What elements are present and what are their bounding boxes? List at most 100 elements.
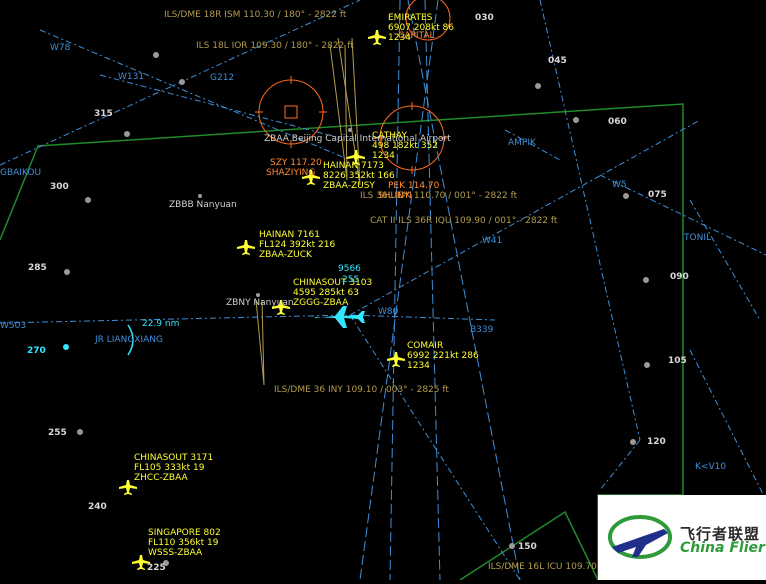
datablock-singapore802[interactable]: SINGAPORE 802 FL110 356kt 19 WSSS-ZBAA <box>148 528 221 558</box>
aircraft-comair <box>387 352 405 367</box>
ils-18l-label: ILS 18L IOR 109.30 / 180° - 2822 ft <box>196 41 354 51</box>
ils-36-label: ILS/DME 36 INY 109.10 / 003° - 2825 ft <box>274 385 449 395</box>
ils-36r-label: CAT II ILS 36R IQU 109.90 / 001° - 2822 … <box>370 216 558 226</box>
callsign: SINGAPORE 802 <box>148 528 221 538</box>
callsign: CATHAY <box>372 131 407 141</box>
china-flier-logo: 飞行者联盟 China Flier <box>598 495 766 580</box>
airway-tonil-label: TONIL <box>684 233 711 243</box>
route: ZBAA-ZUCK <box>259 250 312 260</box>
traffic-aircraft[interactable] <box>119 30 405 570</box>
alt-speed: FL105 333kt 19 <box>134 463 205 473</box>
alt-speed: FL110 356kt 19 <box>148 538 219 548</box>
locator-ticks <box>255 76 448 174</box>
airway-w5-label: W5 <box>612 180 627 190</box>
airway-w131-label: W131 <box>118 72 145 82</box>
bearing-255: 255 <box>48 428 67 438</box>
waypoint-270 <box>63 344 69 350</box>
ils-paths <box>359 0 521 580</box>
waypoint-dots <box>64 52 650 566</box>
datablock-emirates[interactable]: EMIRATES 6907 208kt 86 1234 <box>388 13 454 43</box>
route: 1234 <box>407 361 430 371</box>
airway-w41-label: W41 <box>482 236 503 246</box>
callsign: CHINASOUT 3103 <box>293 278 373 288</box>
bearing-060: 060 <box>608 117 627 127</box>
route: 1234 <box>388 33 411 43</box>
navaid-szy-label: SZY 117.20 <box>270 158 322 168</box>
datablock-chinasout3103[interactable]: CHINASOUT 3103 4595 285kt 63 ZGGG-ZBAA <box>293 278 372 308</box>
callsign: HAINAN 7173 <box>323 161 384 171</box>
route: ZBAA-ZUSY <box>323 181 375 191</box>
ils-36l-label: ILS 36L IDK 110.70 / 001° - 2822 ft <box>360 191 518 201</box>
callsign: EMIRATES <box>388 13 433 23</box>
airway-jr-label: JR LIANGXIANG <box>95 335 163 345</box>
datablock-comair[interactable]: COMAIR 6992 221kt 286 1234 <box>407 341 479 371</box>
alt-speed: 6907 208kt 86 <box>388 23 454 33</box>
bearing-075: 075 <box>648 190 667 200</box>
alt-speed: 4595 285kt 63 <box>293 288 359 298</box>
ils-feathers <box>255 37 361 386</box>
bearing-105: 105 <box>668 356 687 366</box>
bearing-300: 300 <box>50 182 69 192</box>
logo-text-en: China Flier <box>680 540 765 556</box>
range-label: 22.9 nm <box>142 319 180 329</box>
bearing-030: 030 <box>475 13 494 23</box>
airway-w80-label: W80 <box>378 307 399 317</box>
sector-boundary-lower <box>459 510 599 580</box>
alt-speed: 6992 221kt 286 <box>407 351 479 361</box>
navaid-pek-label: PEK 114.70 <box>388 181 440 191</box>
navaid-shaziying-label: SHAZIYING <box>266 168 316 178</box>
airway-w78-label: W78 <box>50 43 71 53</box>
alt-speed: 498 182kt 352 <box>372 141 438 151</box>
datablock-cathay[interactable]: CATHAY 498 182kt 352 1234 <box>372 131 438 161</box>
logo-mark-icon <box>608 515 672 559</box>
own-aircraft-alt: 255 <box>342 275 360 285</box>
callsign: HAINAN 7161 <box>259 230 320 240</box>
airway-ampik-label: AMPIK <box>508 138 536 148</box>
bearing-315: 315 <box>94 109 113 119</box>
bearing-285: 285 <box>28 263 47 273</box>
airway-b339-label: B339 <box>470 325 494 335</box>
logo-text-cn: 飞行者联盟 <box>680 525 761 543</box>
bearing-240: 240 <box>88 502 107 512</box>
route: WSSS-ZBAA <box>148 548 203 558</box>
bearing-090: 090 <box>670 272 689 282</box>
navaid-capital-label: CAPITAL <box>398 31 435 41</box>
callsign: CHINASOUT 3171 <box>134 453 214 463</box>
alt-speed: FL124 392kt 216 <box>259 240 336 250</box>
route: ZHCC-ZBAA <box>134 473 188 483</box>
aircraft-chinasout3171 <box>119 480 137 495</box>
route: 1234 <box>372 151 395 161</box>
datablock-hainan7173[interactable]: HAINAN 7173 8226 352kt 166 ZBAA-ZUSY <box>323 161 395 191</box>
aircraft-cathay <box>347 150 365 165</box>
airway-g212-label: G212 <box>210 73 235 83</box>
ils-18r-label: ILS/DME 18R ISM 110.30 / 180° - 2822 ft <box>164 10 347 20</box>
bearing-225: 225 <box>147 563 166 573</box>
own-aircraft-squawk: 9566 <box>338 264 361 274</box>
navaid-shunyi-label: SHUNYI <box>378 191 412 201</box>
bearing-045: 045 <box>548 56 567 66</box>
aircraft-emirates <box>368 30 386 45</box>
datablock-hainan7161[interactable]: HAINAN 7161 FL124 392kt 216 ZBAA-ZUCK <box>259 230 335 260</box>
own-aircraft[interactable] <box>315 306 365 328</box>
bearing-150: 150 <box>518 542 537 552</box>
aircraft-chinasout3103 <box>272 300 290 315</box>
ils-16l-label: ILS/DME 16L ICU 109.70 / 161° - 2822 ft <box>488 562 669 572</box>
bearing-270: 270 <box>27 346 46 356</box>
aircraft-singapore802 <box>132 555 150 570</box>
datablock-chinasout3171[interactable]: CHINASOUT 3171 FL105 333kt 19 ZHCC-ZBAA <box>134 453 213 483</box>
range-arc <box>127 324 134 356</box>
navaid-zbaa-label: ZBAA Beijing Capital International Airpo… <box>264 134 451 144</box>
callsign: COMAIR <box>407 341 444 351</box>
alt-speed: 8226 352kt 166 <box>323 171 395 181</box>
bearing-120: 120 <box>647 437 666 447</box>
airway-w503-label: W503 <box>0 321 27 331</box>
aircraft-hainan7173 <box>302 170 320 185</box>
route: ZGGG-ZBAA <box>293 298 349 308</box>
navaid-zbbb-label: ZBBB Nanyuan <box>169 200 237 210</box>
aircraft-hainan7161 <box>237 240 255 255</box>
navaid-zbny-label: ZBNY Nanyuan <box>226 298 294 308</box>
airway-v10-label: K<V10 <box>695 462 727 472</box>
airway-gbaikou-label: GBAIKOU <box>0 168 42 178</box>
